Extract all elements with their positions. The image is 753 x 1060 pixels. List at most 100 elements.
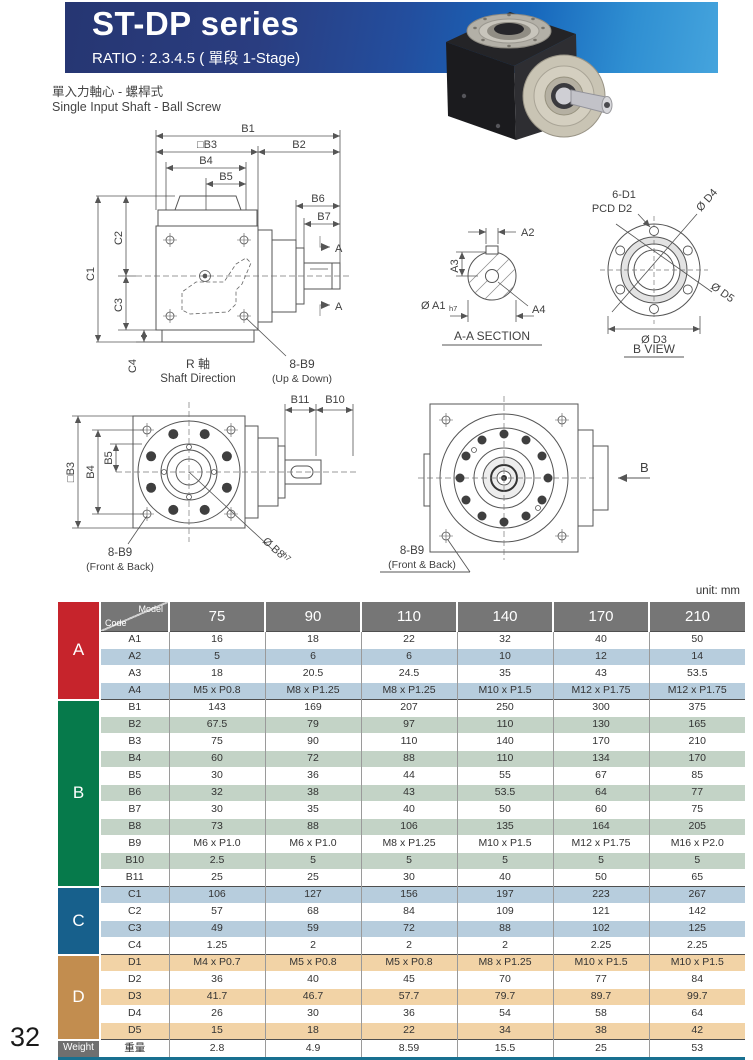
group-label-B: B [58,699,101,888]
spec-value: 34 [456,1022,553,1040]
spec-value: 110 [456,716,553,734]
spec-value: 2.25 [552,937,649,955]
dim-b3: □B3 [197,139,217,151]
spec-value: 53.5 [456,784,553,802]
spec-value: 67 [552,767,649,785]
spec-value: 36 [168,971,265,989]
spec-value: 53.5 [648,665,745,683]
spec-value: 140 [456,733,553,751]
spec-value: 77 [552,971,649,989]
dim-b5: B5 [219,171,232,183]
spec-value: 25 [264,869,361,887]
row-code-B1: B1 [99,699,169,717]
spec-value: 210 [648,733,745,751]
row-code-D3: D3 [99,988,169,1006]
spec-value: 55 [456,767,553,785]
spec-value: 125 [648,920,745,938]
spec-value: 57.7 [360,988,457,1006]
spec-value: 127 [264,886,361,904]
row-code-B6: B6 [99,784,169,802]
spec-value: M10 x P1.5 [456,682,553,700]
row-code-A3: A3 [99,665,169,683]
spec-value: 1.25 [168,937,265,955]
spec-value: 75 [648,801,745,819]
dim-b6: B6 [311,193,324,205]
dim-c3: C3 [113,298,125,312]
row-code-B4: B4 [99,750,169,768]
spec-value: M4 x P0.7 [168,954,265,972]
row-code-D5: D5 [99,1022,169,1040]
subtitle-english: Single Input Shaft - Ball Screw [52,100,221,114]
spec-value: 5 [360,852,457,870]
hole-note-sub: (Up & Down) [272,373,332,385]
weight-value: 4.9 [264,1039,361,1058]
group-label-D: D [58,954,101,1041]
spec-value: 50 [648,631,745,649]
aa-section-drawing: A2 A3 Ø A1 h7 A4 A-A SECTION [421,227,545,346]
spec-value: 97 [360,716,457,734]
row-code-B3: B3 [99,733,169,751]
spec-value: 72 [360,920,457,938]
spec-value: 30 [168,767,265,785]
spec-value: 156 [360,886,457,904]
spec-value: 6 [264,648,361,666]
spec-value: 143 [168,699,265,717]
spec-value: 375 [648,699,745,717]
spec-value: 45 [360,971,457,989]
weight-value: 2.8 [168,1039,265,1058]
spec-value: 40 [264,971,361,989]
hole-note-2: 8-B9 [108,547,132,559]
hole-note-3: 8-B9 [400,545,424,557]
spec-value: M5 x P0.8 [360,954,457,972]
spec-value: 142 [648,903,745,921]
spec-value: 22 [360,631,457,649]
spec-value: 64 [648,1005,745,1023]
spec-value: 38 [264,784,361,802]
section-marker-a-bottom: A [335,301,343,313]
spec-value: 2.5 [168,852,265,870]
front-view-drawing: B1 □B3 B4 B5 B2 B6 B7 C1 C2 C3 C4 A A 8-… [85,123,350,385]
spec-value: 88 [264,818,361,836]
dim-b4-2: B4 [85,465,97,478]
spec-value: M8 x P1.25 [456,954,553,972]
ratio-line: RATIO : 2.3.4.5 ( 單段 1-Stage) [92,50,301,67]
hole-note: 8-B9 [289,357,315,371]
spec-value: 88 [360,750,457,768]
spec-value: 43 [552,665,649,683]
spec-value: 38 [552,1022,649,1040]
corner-hole-markers [163,233,251,323]
spec-value: M6 x P1.0 [168,835,265,853]
weight-code: 重量 [99,1039,169,1058]
model-column-110: 110 [360,602,457,632]
spec-value: 59 [264,920,361,938]
spec-value: 25 [168,869,265,887]
spec-value: 5 [456,852,553,870]
dim-a3: A3 [449,259,461,272]
dim-b3-2: □B3 [65,462,77,482]
spec-value: 109 [456,903,553,921]
spec-value: M12 x P1.75 [552,835,649,853]
spec-value: 205 [648,818,745,836]
row-code-C2: C2 [99,903,169,921]
row-code-B2: B2 [99,716,169,734]
row-code-B11: B11 [99,869,169,887]
dim-a4: A4 [532,304,545,316]
spec-value: 30 [168,801,265,819]
spec-value: 67.5 [168,716,265,734]
spec-value: 35 [456,665,553,683]
spec-value: 135 [456,818,553,836]
spec-value: 77 [648,784,745,802]
row-code-B7: B7 [99,801,169,819]
row-code-C3: C3 [99,920,169,938]
spec-value: 170 [552,733,649,751]
dim-c1: C1 [85,267,97,281]
row-code-B9: B9 [99,835,169,853]
spec-value: 64 [552,784,649,802]
spec-value: 2 [456,937,553,955]
dim-b4: B4 [199,155,212,167]
product-photo [446,12,613,140]
spec-value: M12 x P1.75 [552,682,649,700]
label-6d1: 6-D1 [612,189,636,201]
